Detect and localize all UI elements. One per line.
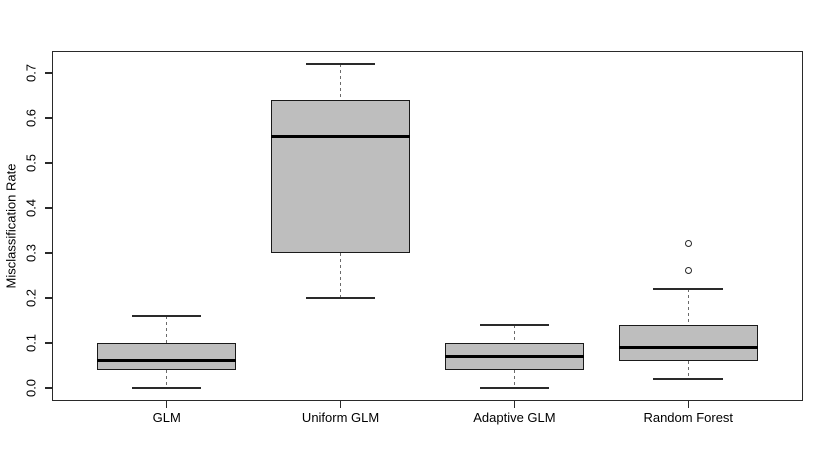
x-axis-tick <box>513 401 516 408</box>
median-line <box>97 359 237 363</box>
y-axis-tick <box>45 72 52 74</box>
lower-whisker-line <box>339 252 342 298</box>
lower-whisker-cap <box>131 387 202 389</box>
upper-whisker-line <box>339 64 342 101</box>
iqr-box <box>271 100 411 253</box>
x-axis-tick-label: Random Forest <box>643 410 734 425</box>
lower-whisker-line <box>687 360 689 379</box>
upper-whisker-cap <box>131 315 202 317</box>
lower-whisker-cap <box>305 297 376 299</box>
y-axis-label: Misclassification Rate <box>3 163 19 289</box>
plot-area <box>52 51 803 401</box>
x-axis-tick <box>165 401 168 408</box>
median-line <box>444 354 584 358</box>
outlier-point <box>684 240 692 248</box>
median-line <box>271 134 411 138</box>
y-axis-tick-label: 0.2 <box>23 288 39 308</box>
y-axis-tick <box>45 297 52 299</box>
lower-whisker-cap <box>479 387 550 389</box>
x-axis-tick-label: GLM <box>152 410 181 425</box>
y-axis-tick-label: 0.0 <box>23 378 39 397</box>
lower-whisker-line <box>513 369 516 388</box>
y-axis-tick-label: 0.3 <box>23 243 39 263</box>
upper-whisker-cap <box>479 324 550 326</box>
y-axis-tick-label: 0.6 <box>23 108 39 128</box>
iqr-box <box>97 342 237 370</box>
y-axis-tick <box>45 117 52 119</box>
upper-whisker-line <box>687 288 689 325</box>
y-axis-tick <box>45 162 52 164</box>
lower-whisker-cap <box>653 378 724 380</box>
lower-whisker-line <box>165 369 168 388</box>
upper-whisker-line <box>513 324 516 343</box>
y-axis-tick <box>45 207 52 209</box>
upper-whisker-cap <box>305 63 376 65</box>
y-axis-tick-label: 0.1 <box>23 333 39 352</box>
median-line <box>618 345 758 349</box>
y-axis-tick <box>45 387 52 389</box>
y-axis-tick-label: 0.4 <box>23 198 39 218</box>
x-axis-tick-label: Uniform GLM <box>301 410 380 425</box>
x-axis-tick-label: Adaptive GLM <box>473 410 556 425</box>
outlier-point <box>684 267 692 275</box>
upper-whisker-line <box>165 315 168 343</box>
x-axis-tick <box>687 401 689 408</box>
y-axis-tick <box>45 342 52 344</box>
upper-whisker-cap <box>653 288 724 290</box>
y-axis-tick-label: 0.5 <box>23 153 39 173</box>
y-axis-tick <box>45 252 52 254</box>
x-axis-tick <box>339 401 342 408</box>
iqr-box <box>618 324 758 361</box>
y-axis-tick-label: 0.7 <box>23 63 39 83</box>
